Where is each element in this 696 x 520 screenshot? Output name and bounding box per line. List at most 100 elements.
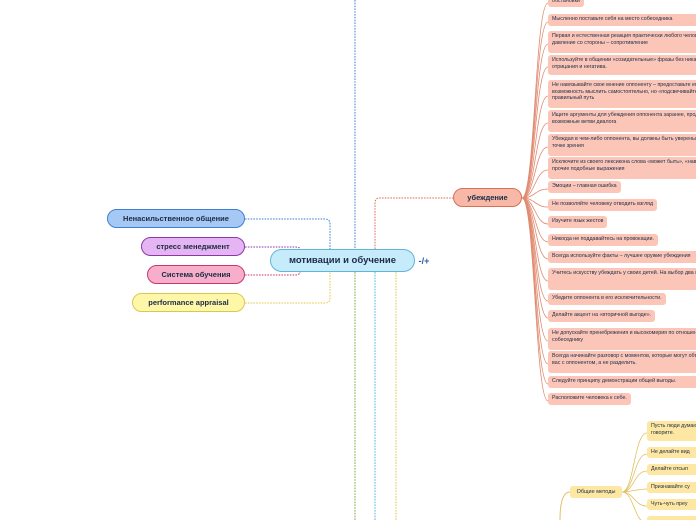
general-method-link: [621, 488, 648, 493]
link-pink: [245, 271, 301, 276]
persuasion-item[interactable]: Используйте в общении «созидательные» фр…: [548, 55, 696, 75]
persuasion-link: [521, 197, 549, 365]
general-method-text: Пусть люди думают, что говорите.: [651, 423, 696, 436]
persuasion-item-text: Делайте акцент на «вторичной выгоде».: [552, 312, 652, 318]
topic-persuasion[interactable]: убеждение: [453, 188, 522, 207]
persuasion-item-text: Следуйте принципу демонстрации общей выг…: [552, 378, 677, 384]
persuasion-link: [521, 188, 549, 199]
general-method-link: [621, 491, 648, 507]
persuasion-item-text: Первая и естественная реакция практическ…: [552, 33, 696, 46]
persuasion-link: [521, 169, 549, 199]
persuasion-item-text: Не навязывайте свое мнение оппоненту – п…: [552, 82, 696, 102]
collapse-toggle-icon[interactable]: -/+: [418, 256, 430, 266]
persuasion-item-text: Исключите из своего лексикона слова «мож…: [552, 159, 696, 172]
persuasion-link: [521, 43, 549, 199]
persuasion-link: [521, 122, 549, 199]
persuasion-link: [521, 197, 549, 225]
general-methods-node[interactable]: Общие методы: [570, 486, 622, 498]
persuasion-item-text: Не позволяйте человеку отводить взгляд: [552, 201, 654, 207]
general-method-item[interactable]: Не делайте вид: [647, 447, 696, 458]
persuasion-item[interactable]: Убедите оппонента в его исключительности…: [548, 293, 666, 305]
persuasion-item-text: Всегда используйте факты – лучшее оружие…: [552, 253, 691, 259]
link-blue: [245, 218, 331, 249]
persuasion-item[interactable]: Первая и естественная реакция практическ…: [548, 31, 696, 53]
topic-stress-management[interactable]: стресс менеджмент: [141, 237, 245, 256]
persuasion-item[interactable]: Мысленно поставьте себя на место собесед…: [548, 14, 696, 26]
persuasion-item-text: Учитесь искусству убеждать у своих детей…: [552, 270, 696, 276]
persuasion-item[interactable]: Не навязывайте свое мнение оппоненту – п…: [548, 80, 696, 108]
topic-training-system[interactable]: Система обучения: [147, 265, 245, 284]
general-method-link: [621, 470, 648, 493]
general-method-text: Чуть-чуть преу: [651, 501, 688, 507]
topic-label: performance appraisal: [148, 298, 229, 307]
link-general: [559, 491, 571, 520]
persuasion-link: [521, 2, 549, 199]
general-method-item[interactable]: Признавайте су: [647, 482, 696, 493]
persuasion-item-text: Не допускайте пренебрежения и высокомери…: [552, 330, 696, 343]
persuasion-item-text: Изучите язык жестов: [552, 218, 604, 224]
link-yellow: [245, 272, 331, 304]
persuasion-link: [521, 197, 549, 260]
persuasion-item[interactable]: Не допускайте пренебрежения и высокомери…: [548, 328, 696, 350]
general-fan-links: [621, 432, 648, 520]
persuasion-item-text: Используйте в общении «созидательные» фр…: [552, 57, 696, 70]
persuasion-fan-links: [521, 2, 549, 402]
topic-label: Система обучения: [161, 270, 231, 279]
persuasion-item-text: Никогда не поддавайтесь на провокации.: [552, 236, 654, 242]
general-method-text: Не делайте вид: [651, 449, 690, 455]
general-method-item[interactable]: [647, 516, 696, 520]
persuasion-item[interactable]: Всегда используйте факты – лучшее оружие…: [548, 251, 696, 263]
persuasion-item[interactable]: Исключите из своего лексикона слова «мож…: [548, 157, 696, 179]
topic-nonviolent-communication[interactable]: Ненасильственное общение: [107, 209, 245, 228]
persuasion-link: [521, 197, 549, 385]
persuasion-link: [521, 197, 549, 282]
general-method-item[interactable]: Чуть-чуть преу: [647, 499, 696, 510]
persuasion-item[interactable]: Делайте акцент на «вторичной выгоде».: [548, 310, 656, 322]
persuasion-item[interactable]: Эмоции – главная ошибка: [548, 181, 621, 193]
persuasion-item-text: Всегда начинайте разговор с моментов, ко…: [552, 353, 696, 366]
central-topic[interactable]: мотивации и обучение: [270, 249, 415, 272]
persuasion-item-text: Убеждая в чем-либо оппонента, вы должны …: [552, 136, 696, 149]
persuasion-link: [521, 197, 549, 302]
persuasion-item[interactable]: Никогда не поддавайтесь на провокации.: [548, 234, 658, 246]
general-method-link: [621, 432, 648, 493]
general-methods-label: Общие методы: [576, 489, 616, 495]
link-persuasion: [374, 197, 453, 249]
persuasion-item-text: Ищите аргументы для убеждения оппонента …: [552, 112, 696, 125]
persuasion-link: [521, 197, 549, 402]
topic-performance-appraisal[interactable]: performance appraisal: [132, 293, 245, 312]
topic-label: стресс менеджмент: [156, 242, 230, 251]
persuasion-link: [521, 197, 549, 319]
persuasion-item[interactable]: Расположите человека к себе.: [548, 393, 631, 405]
general-method-link: [621, 491, 642, 520]
persuasion-link: [521, 197, 549, 208]
topic-label: Ненасильственное общение: [123, 214, 229, 223]
persuasion-item[interactable]: Следуйте принципу демонстрации общей выг…: [548, 376, 696, 388]
persuasion-item-text: Эмоции – главная ошибка: [552, 183, 617, 189]
topic-label: убеждение: [467, 193, 508, 202]
persuasion-link: [521, 21, 549, 199]
persuasion-item[interactable]: Изучите язык жестов: [548, 216, 608, 228]
persuasion-item-text: Мысленно поставьте себя на место собесед…: [552, 16, 673, 22]
central-label: мотивации и обучение: [288, 255, 397, 266]
general-method-text: Делайте отсыл: [651, 466, 688, 472]
general-method-text: Признавайте су: [651, 484, 690, 490]
persuasion-link: [521, 197, 549, 342]
persuasion-item[interactable]: Ищите аргументы для убеждения оппонента …: [548, 110, 696, 132]
general-method-link: [621, 453, 648, 493]
persuasion-item-text: обстановки: [552, 0, 580, 4]
persuasion-link: [521, 146, 549, 199]
general-method-item[interactable]: Делайте отсыл: [647, 464, 696, 475]
persuasion-item[interactable]: Всегда начинайте разговор с моментов, ко…: [548, 351, 696, 373]
persuasion-item[interactable]: Убеждая в чем-либо оппонента, вы должны …: [548, 134, 696, 156]
persuasion-item-text: Расположите человека к себе.: [552, 395, 627, 401]
persuasion-item[interactable]: Не позволяйте человеку отводить взгляд: [548, 199, 658, 211]
persuasion-link: [521, 66, 549, 199]
persuasion-link: [521, 95, 549, 199]
persuasion-link: [521, 197, 549, 243]
persuasion-item[interactable]: обстановки: [548, 0, 584, 7]
general-method-item[interactable]: Пусть люди думают, что говорите.: [647, 421, 696, 441]
persuasion-item[interactable]: Учитесь искусству убеждать у своих детей…: [548, 268, 696, 290]
persuasion-item-text: Убедите оппонента в его исключительности…: [552, 295, 662, 301]
